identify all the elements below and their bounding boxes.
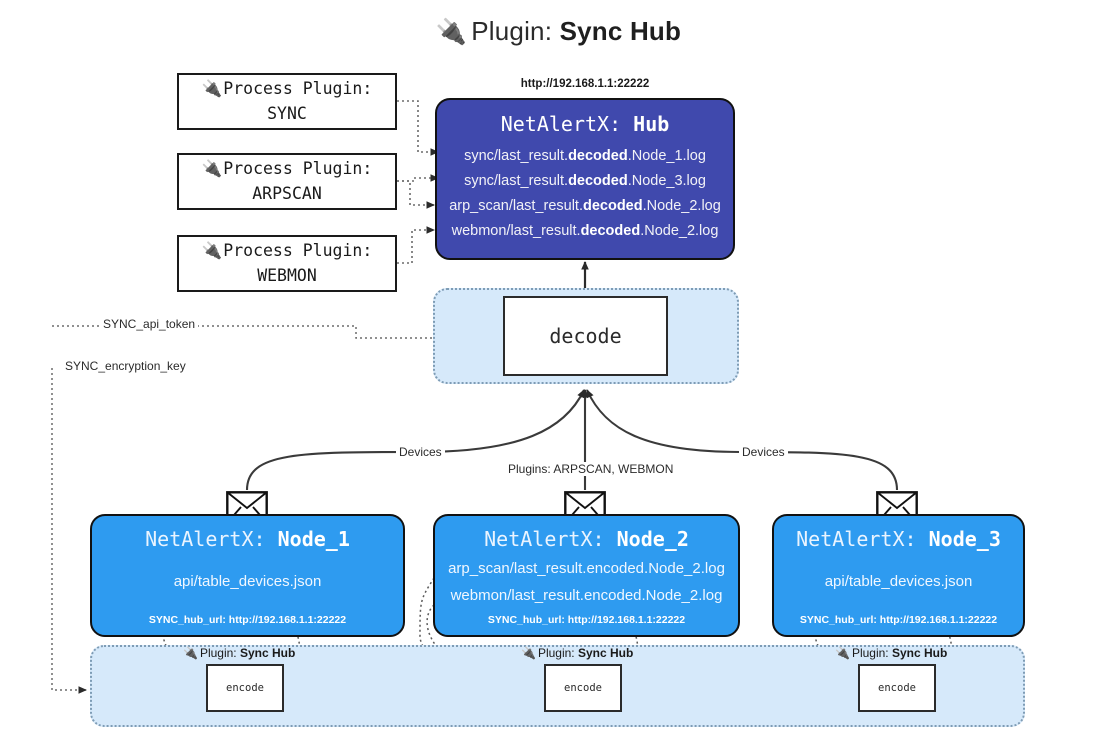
page-title: 🔌Plugin: Sync Hub [0,16,1117,47]
process-plugin-arpscan-name: ARPSCAN [252,184,322,203]
plug-icon: 🔌 [201,242,223,261]
node-3-line-1: api/table_devices.json [824,573,973,591]
hub-title: NetAlertX: Hub [500,112,670,136]
plug-icon: 🔌 [201,160,223,179]
decode-box[interactable]: decode [503,296,668,376]
node-1-line-1: api/table_devices.json [173,573,322,591]
plug-icon: 🔌 [183,646,198,660]
encode-box-3[interactable]: encode [858,664,936,712]
plug-icon: 🔌 [435,18,468,46]
hub-log-2: sync/last_result.decoded.Node_3.log [464,172,706,189]
sync-encryption-key-label: SYNC_encryption_key [62,359,189,373]
process-plugin-arpscan-label: 🔌Process Plugin: [201,159,373,179]
node-box-node-1[interactable]: NetAlertX: Node_1 api/table_devices.json… [90,514,405,637]
node-2-title: NetAlertX: Node_2 [484,527,689,551]
process-plugin-webmon-label: 🔌Process Plugin: [201,241,373,261]
hub-node[interactable]: NetAlertX: Hub sync/last_result.decoded.… [435,98,735,260]
node-2-line-1: arp_scan/last_result.encoded.Node_2.log [448,560,725,578]
encoder-3-plugin-label: 🔌Plugin: Sync Hub [835,646,948,660]
plug-icon: 🔌 [201,80,223,99]
node-2-footer: SYNC_hub_url: http://192.168.1.1:22222 [487,614,686,626]
edge-label-devices-right: Devices [739,445,788,459]
node-1-footer: SYNC_hub_url: http://192.168.1.1:22222 [148,614,347,626]
process-plugin-sync-name: SYNC [267,104,307,123]
process-plugin-sync[interactable]: 🔌Process Plugin: SYNC [177,73,397,130]
edge-label-devices-left: Devices [396,445,445,459]
hub-log-4: webmon/last_result.decoded.Node_2.log [451,222,719,239]
node-2-line-2: webmon/last_result.encoded.Node_2.log [450,586,723,604]
node-3-lines: api/table_devices.json [774,551,1023,614]
plug-icon: 🔌 [835,646,850,660]
hub-log-1: sync/last_result.decoded.Node_1.log [464,148,706,164]
edge-label-plugins-center: Plugins: ARPSCAN, WEBMON [505,462,677,476]
encode-box-1[interactable]: encode [206,664,284,712]
hub-url: http://192.168.1.1:22222 [520,78,650,90]
encoder-2-plugin-label: 🔌Plugin: Sync Hub [521,646,634,660]
encode-box-2[interactable]: encode [544,664,622,712]
hub-log-3: arp_scan/last_result.decoded.Node_2.log [449,197,721,214]
node-3-title: NetAlertX: Node_3 [796,527,1001,551]
plug-icon: 🔌 [521,646,536,660]
process-plugin-webmon[interactable]: 🔌Process Plugin: WEBMON [177,235,397,292]
process-plugin-arpscan[interactable]: 🔌Process Plugin: ARPSCAN [177,153,397,210]
plugin-to-hub-connectors [397,100,439,264]
node-2-lines: arp_scan/last_result.encoded.Node_2.log … [435,551,738,614]
node-3-footer: SYNC_hub_url: http://192.168.1.1:22222 [799,614,998,626]
page-title-prefix: Plugin: [471,16,553,46]
node-box-node-2[interactable]: NetAlertX: Node_2 arp_scan/last_result.e… [433,514,740,637]
process-plugin-webmon-name: WEBMON [257,266,317,285]
node-1-title: NetAlertX: Node_1 [145,527,350,551]
page-title-name: Sync Hub [559,16,682,46]
node-1-lines: api/table_devices.json [92,551,403,614]
encoder-1-plugin-label: 🔌Plugin: Sync Hub [183,646,296,660]
node-box-node-3[interactable]: NetAlertX: Node_3 api/table_devices.json… [772,514,1025,637]
process-plugin-sync-label: 🔌Process Plugin: [201,79,373,99]
sync-api-token-label: SYNC_api_token [100,317,199,331]
